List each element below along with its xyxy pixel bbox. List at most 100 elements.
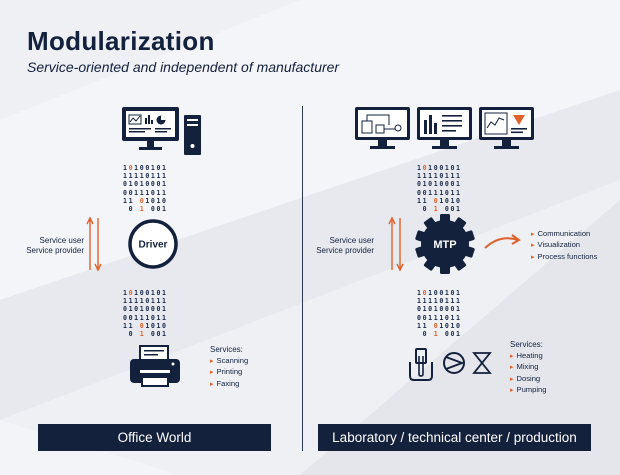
binary-digit: 1 (456, 164, 462, 172)
binary-digit: 1 (444, 289, 451, 297)
binary-digit: 1 (456, 297, 462, 306)
binary-digit: 1 (134, 313, 140, 322)
binary-digit: 0 (128, 330, 135, 339)
binary-digit: 1 (456, 330, 462, 339)
driver-module: Driver (128, 219, 178, 269)
binary-digit: 1 (139, 313, 146, 322)
bidirectional-arrows-left (86, 216, 102, 272)
binary-digit: 1 (134, 164, 140, 172)
binary-row: 01010001 (123, 305, 168, 313)
binary-digit: 1 (433, 205, 440, 214)
binary-digit: 1 (433, 188, 440, 197)
binary-digit: 1 (417, 289, 423, 297)
binary-digit: 1 (123, 196, 129, 205)
binary-digit: 0 (156, 305, 163, 314)
binary-digit: 0 (145, 180, 151, 189)
binary-row: 10100101 (417, 164, 462, 172)
output-communication: Communication (531, 229, 597, 240)
binary-digit: 1 (156, 172, 163, 181)
desktop-computer-icon (122, 107, 201, 155)
service-heating: Heating (510, 351, 547, 362)
output-process-functions: Process functions (531, 252, 598, 263)
binary-digit: 0 (439, 180, 445, 189)
binary-digit: 1 (439, 188, 445, 197)
binary-digit: 0 (156, 205, 163, 214)
binary-digit: 1 (433, 172, 440, 181)
service-roles-left: Service user Service provider (14, 236, 84, 256)
mtp-label: MTP (433, 239, 456, 251)
binary-digit: 1 (139, 297, 146, 306)
binary-digit: 1 (428, 313, 434, 322)
binary-digit: 1 (422, 305, 429, 314)
binary-digit: 0 (150, 330, 157, 339)
binary-digit: 1 (450, 321, 457, 330)
binary-digit: 0 (456, 321, 462, 330)
binary-digit: 0 (439, 297, 445, 306)
binary-digit: 1 (456, 172, 462, 181)
binary-digit: 0 (162, 196, 168, 205)
service-dosing: Dosing (510, 374, 547, 385)
binary-row: 00111011 (123, 314, 168, 322)
service-faxing: Faxing (210, 379, 248, 390)
binary-digit: 1 (450, 313, 457, 322)
binary-digit: 0 (128, 164, 135, 172)
printer-icon (130, 345, 180, 387)
binary-digit: 1 (139, 305, 146, 314)
binary-digit: 0 (422, 289, 429, 297)
banner-office-world: Office World (38, 424, 271, 451)
binary-digit: 1 (123, 297, 129, 306)
binary-digit: 1 (156, 313, 163, 322)
binary-digit: 1 (428, 164, 434, 172)
services-title-right: Services: (510, 340, 543, 349)
binary-digit: 1 (145, 188, 151, 197)
binary-digit: 1 (156, 297, 163, 306)
binary-digit: 1 (456, 180, 462, 189)
binary-digit: 1 (139, 330, 146, 339)
binary-digit: 1 (162, 289, 168, 297)
binary-digit: 0 (134, 180, 140, 189)
binary-digit: 0 (139, 321, 146, 330)
curved-arrow-icon (484, 234, 521, 249)
binary-digit: 1 (156, 196, 163, 205)
binary-digit: 0 (123, 188, 129, 197)
binary-digit: 0 (417, 305, 423, 314)
binary-digit: 1 (128, 305, 135, 314)
binary-digit: 1 (162, 297, 168, 306)
binary-digit: 1 (439, 313, 445, 322)
binary-digit: 1 (433, 305, 440, 314)
binary-digit: 1 (134, 188, 140, 197)
binary-digit: 1 (156, 321, 163, 330)
binary-row: 0 1 001 (123, 205, 168, 213)
binary-digit: 1 (450, 196, 457, 205)
binary-digit: 1 (417, 321, 423, 330)
binary-digit: 1 (123, 172, 129, 181)
binary-digit: 0 (139, 164, 146, 172)
banner-laboratory: Laboratory / technical center / producti… (318, 424, 591, 451)
binary-digit: 1 (139, 205, 146, 214)
valve-icon (472, 352, 492, 374)
binary-digit: 1 (456, 188, 462, 197)
binary-digit: 1 (456, 289, 462, 297)
binary-digit: 0 (444, 305, 451, 314)
binary-digit: 0 (450, 180, 457, 189)
binary-digit: 1 (456, 305, 462, 314)
binary-digit: 1 (162, 188, 168, 197)
binary-digit: 0 (439, 164, 445, 172)
binary-digit: 0 (128, 188, 135, 197)
binary-digit: 1 (162, 172, 168, 181)
driver-label: Driver (139, 240, 168, 251)
binary-digit: 0 (444, 188, 451, 197)
binary-digit: 0 (150, 180, 157, 189)
binary-digit: 1 (128, 180, 135, 189)
binary-digit: 1 (156, 188, 163, 197)
binary-row: 01010001 (417, 180, 462, 188)
binary-digit: 0 (417, 188, 423, 197)
binary-digit: 1 (450, 172, 457, 181)
binary-row: 0 1 001 (123, 330, 168, 338)
binary-digit: 0 (150, 188, 157, 197)
binary-digit: 1 (134, 172, 140, 181)
binary-digit: 1 (128, 172, 135, 181)
